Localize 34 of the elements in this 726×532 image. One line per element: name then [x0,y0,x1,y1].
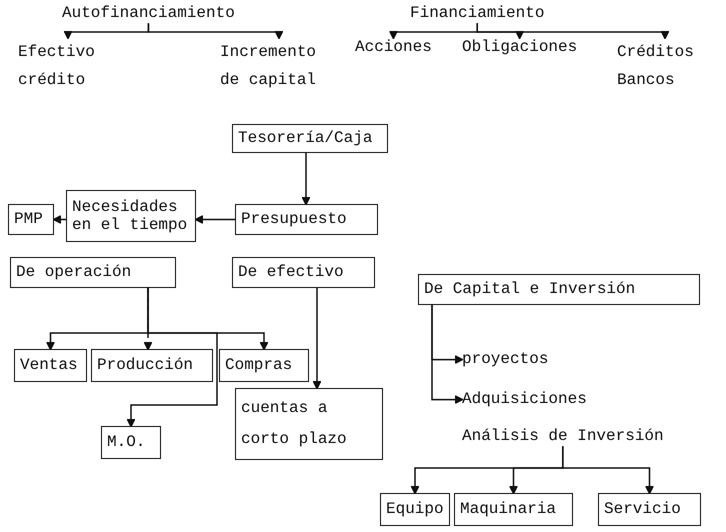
category-label: proyectos [462,350,548,370]
process-box: PMP [8,204,54,235]
arrow [562,446,654,494]
arrow [431,305,464,404]
arrow [476,23,670,40]
arrow [312,288,322,390]
arrow [194,215,235,224]
category-label: Financiamiento [410,4,544,24]
category-label: Obligaciones [462,38,578,58]
process-box: Necesidades en el tiempo [66,190,196,242]
arrow [302,153,310,206]
category-label: Análisis de Inversión [462,427,664,446]
category-label: Adquisiciones [462,390,587,410]
process-box: Compras [219,349,309,382]
process-box: De Capital e Inversión [418,274,700,305]
process-box: Equipo [380,493,450,526]
process-box: Producción [91,349,213,382]
arrow [148,23,284,40]
process-box: De efectivo [232,257,375,288]
category-label: Efectivo crédito [18,38,118,94]
category-label: Créditos Bancos [617,38,713,94]
arrow [126,288,218,428]
process-box: Presupuesto [235,204,378,235]
category-label: Acciones [355,38,432,58]
process-box: Tesorería/Caja [232,124,388,153]
process-box: Ventas [14,349,87,382]
process-box: Maquinaria [454,493,573,526]
process-box: Servicio [598,493,701,526]
category-label: Autofinanciamiento [62,4,235,24]
category-label: Incremento de capital [220,38,338,94]
process-box: cuentas a corto plazo [235,388,383,460]
arrow [52,215,66,224]
process-box: M.O. [101,426,161,459]
process-box: De operación [10,257,176,288]
